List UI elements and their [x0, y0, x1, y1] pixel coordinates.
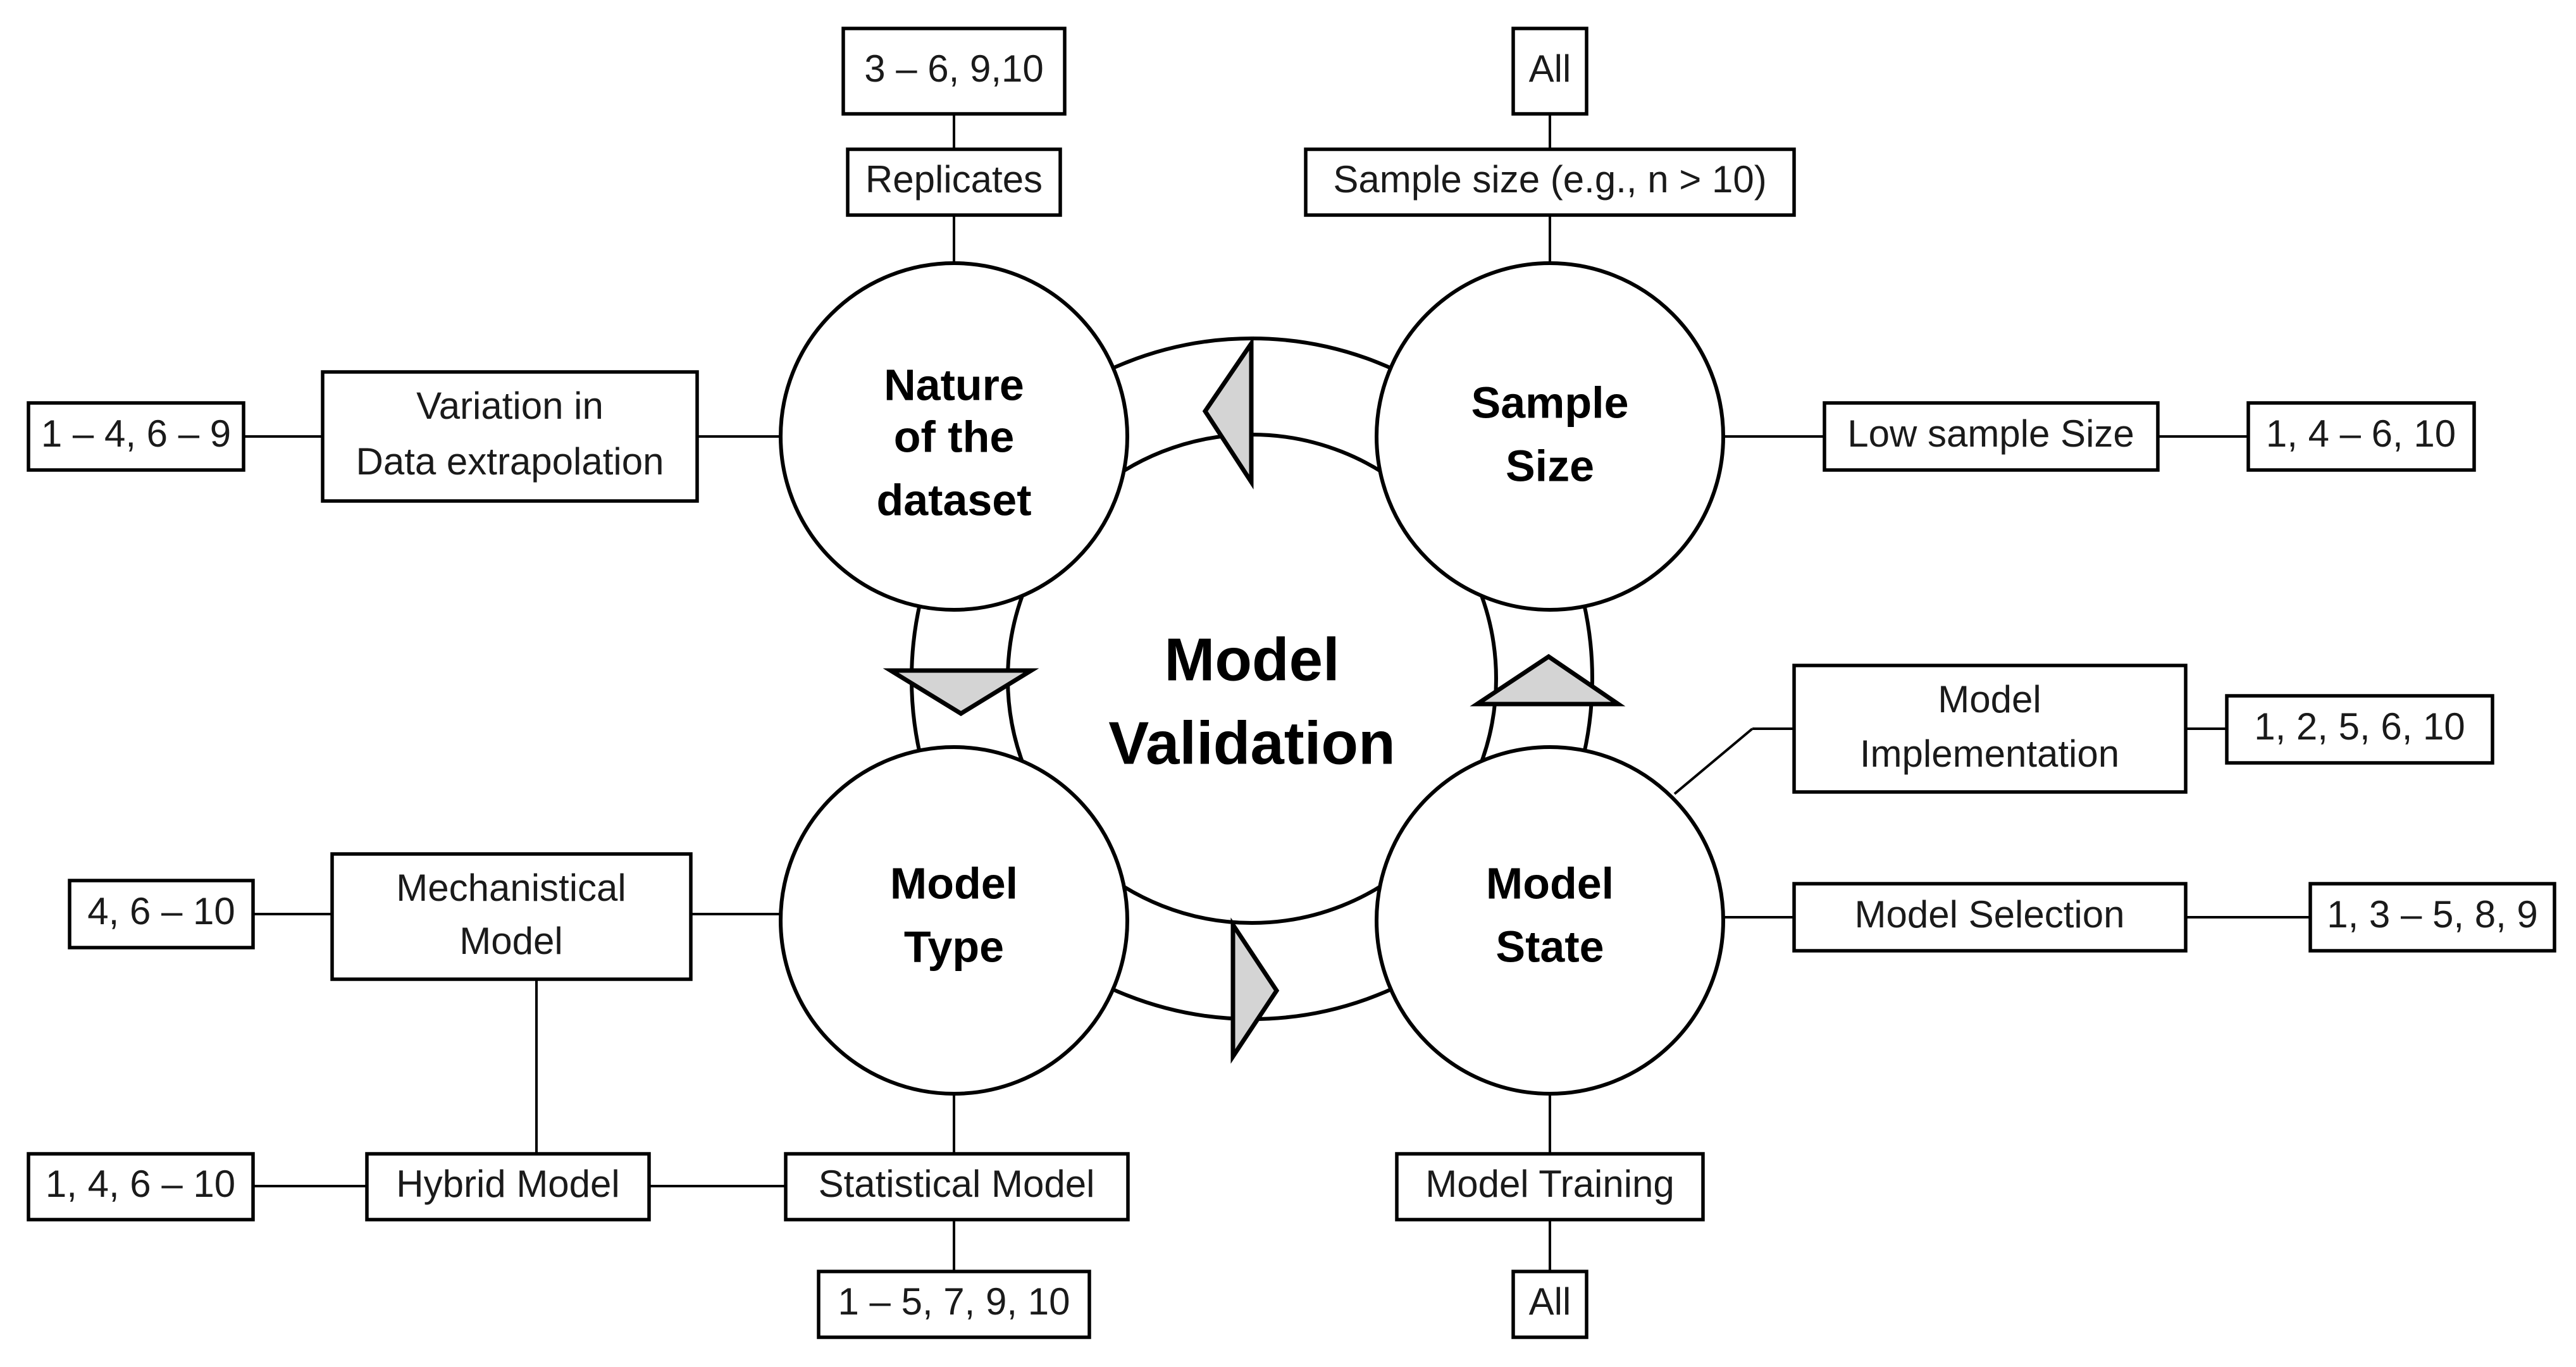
factor-label: Mechanistical: [396, 867, 626, 909]
cycle-arrows: [882, 336, 1626, 1064]
reference-numbers: 1, 3 – 5, 8, 9: [2327, 893, 2538, 936]
factor-label: Hybrid Model: [396, 1163, 619, 1205]
arrow-up-icon: [1470, 653, 1626, 707]
arrow-left-icon: [1202, 336, 1254, 490]
mechanistical-box: Mechanistical Model: [330, 852, 693, 981]
factor-label: Low sample Size: [1847, 412, 2134, 455]
factor-label: Statistical Model: [819, 1163, 1095, 1205]
selection-refs-box: 1, 3 – 5, 8, 9: [2308, 882, 2556, 953]
node-title: Nature: [884, 360, 1024, 409]
variation-box: Variation in Data extrapolation: [321, 370, 699, 503]
node-title: Size: [1506, 441, 1594, 490]
node-model-state: Model State: [1375, 745, 1725, 1096]
factor-label: Implementation: [1860, 733, 2119, 775]
node-title: Type: [904, 922, 1004, 971]
connector-lines: [244, 114, 2310, 1271]
replicates-refs-box: 3 – 6, 9,10: [841, 27, 1067, 116]
center-title-line: Model: [1164, 626, 1339, 693]
factor-label: Data extrapolation: [356, 440, 664, 483]
low-sample-refs-box: 1, 4 – 6, 10: [2246, 401, 2476, 472]
node-title: Model: [1486, 858, 1614, 908]
training-box: Model Training: [1395, 1152, 1705, 1222]
node-title: Sample: [1471, 378, 1629, 427]
replicates-box: Replicates: [846, 147, 1062, 217]
factor-label: Replicates: [865, 158, 1043, 201]
low-sample-box: Low sample Size: [1823, 401, 2160, 472]
factor-label: Variation in: [416, 385, 604, 427]
reference-numbers: 3 – 6, 9,10: [864, 47, 1044, 90]
node-title: Model: [890, 858, 1018, 908]
mechanistical-refs-box: 4, 6 – 10: [68, 879, 255, 949]
factor-label: Sample size (e.g., n > 10): [1333, 158, 1766, 201]
sample-size-eg-box: Sample size (e.g., n > 10): [1304, 147, 1796, 217]
arrow-down-icon: [882, 668, 1039, 717]
center-title-line: Validation: [1108, 709, 1395, 777]
reference-numbers: All: [1529, 1280, 1571, 1323]
hybrid-box: Hybrid Model: [365, 1152, 651, 1222]
factor-label: Model Selection: [1855, 893, 2125, 936]
node-title: dataset: [876, 475, 1031, 524]
factor-label: Model: [1938, 678, 2041, 721]
center-title: Model Validation: [1108, 626, 1395, 777]
training-refs-box: All: [1511, 1270, 1588, 1339]
node-model-type: Model Type: [779, 745, 1129, 1096]
reference-numbers: 1, 4 – 6, 10: [2266, 412, 2456, 455]
node-nature-of-dataset: Nature of the dataset: [779, 261, 1129, 612]
reference-numbers: All: [1529, 47, 1571, 90]
implementation-box: Model Implementation: [1792, 664, 2188, 794]
arrow-right-icon: [1230, 917, 1280, 1064]
reference-numbers: 4, 6 – 10: [87, 890, 235, 932]
node-sample-size: Sample Size: [1375, 261, 1725, 612]
reference-numbers: 1, 4, 6 – 10: [46, 1163, 235, 1205]
node-title: of the: [894, 412, 1015, 461]
hybrid-refs-box: 1, 4, 6 – 10: [27, 1152, 255, 1222]
node-title: State: [1495, 922, 1604, 971]
reference-numbers: 1 – 5, 7, 9, 10: [838, 1280, 1070, 1323]
factor-label: Model: [459, 920, 562, 962]
sample-size-eg-refs-box: All: [1511, 27, 1588, 116]
variation-refs-box: 1 – 4, 6 – 9: [27, 401, 245, 472]
implementation-refs-box: 1, 2, 5, 6, 10: [2225, 694, 2494, 765]
selection-box: Model Selection: [1792, 882, 2188, 953]
reference-numbers: 1 – 4, 6 – 9: [41, 412, 231, 455]
statistical-refs-box: 1 – 5, 7, 9, 10: [817, 1270, 1091, 1339]
reference-numbers: 1, 2, 5, 6, 10: [2254, 705, 2465, 748]
factor-label: Model Training: [1425, 1163, 1675, 1205]
statistical-box: Statistical Model: [784, 1152, 1130, 1222]
